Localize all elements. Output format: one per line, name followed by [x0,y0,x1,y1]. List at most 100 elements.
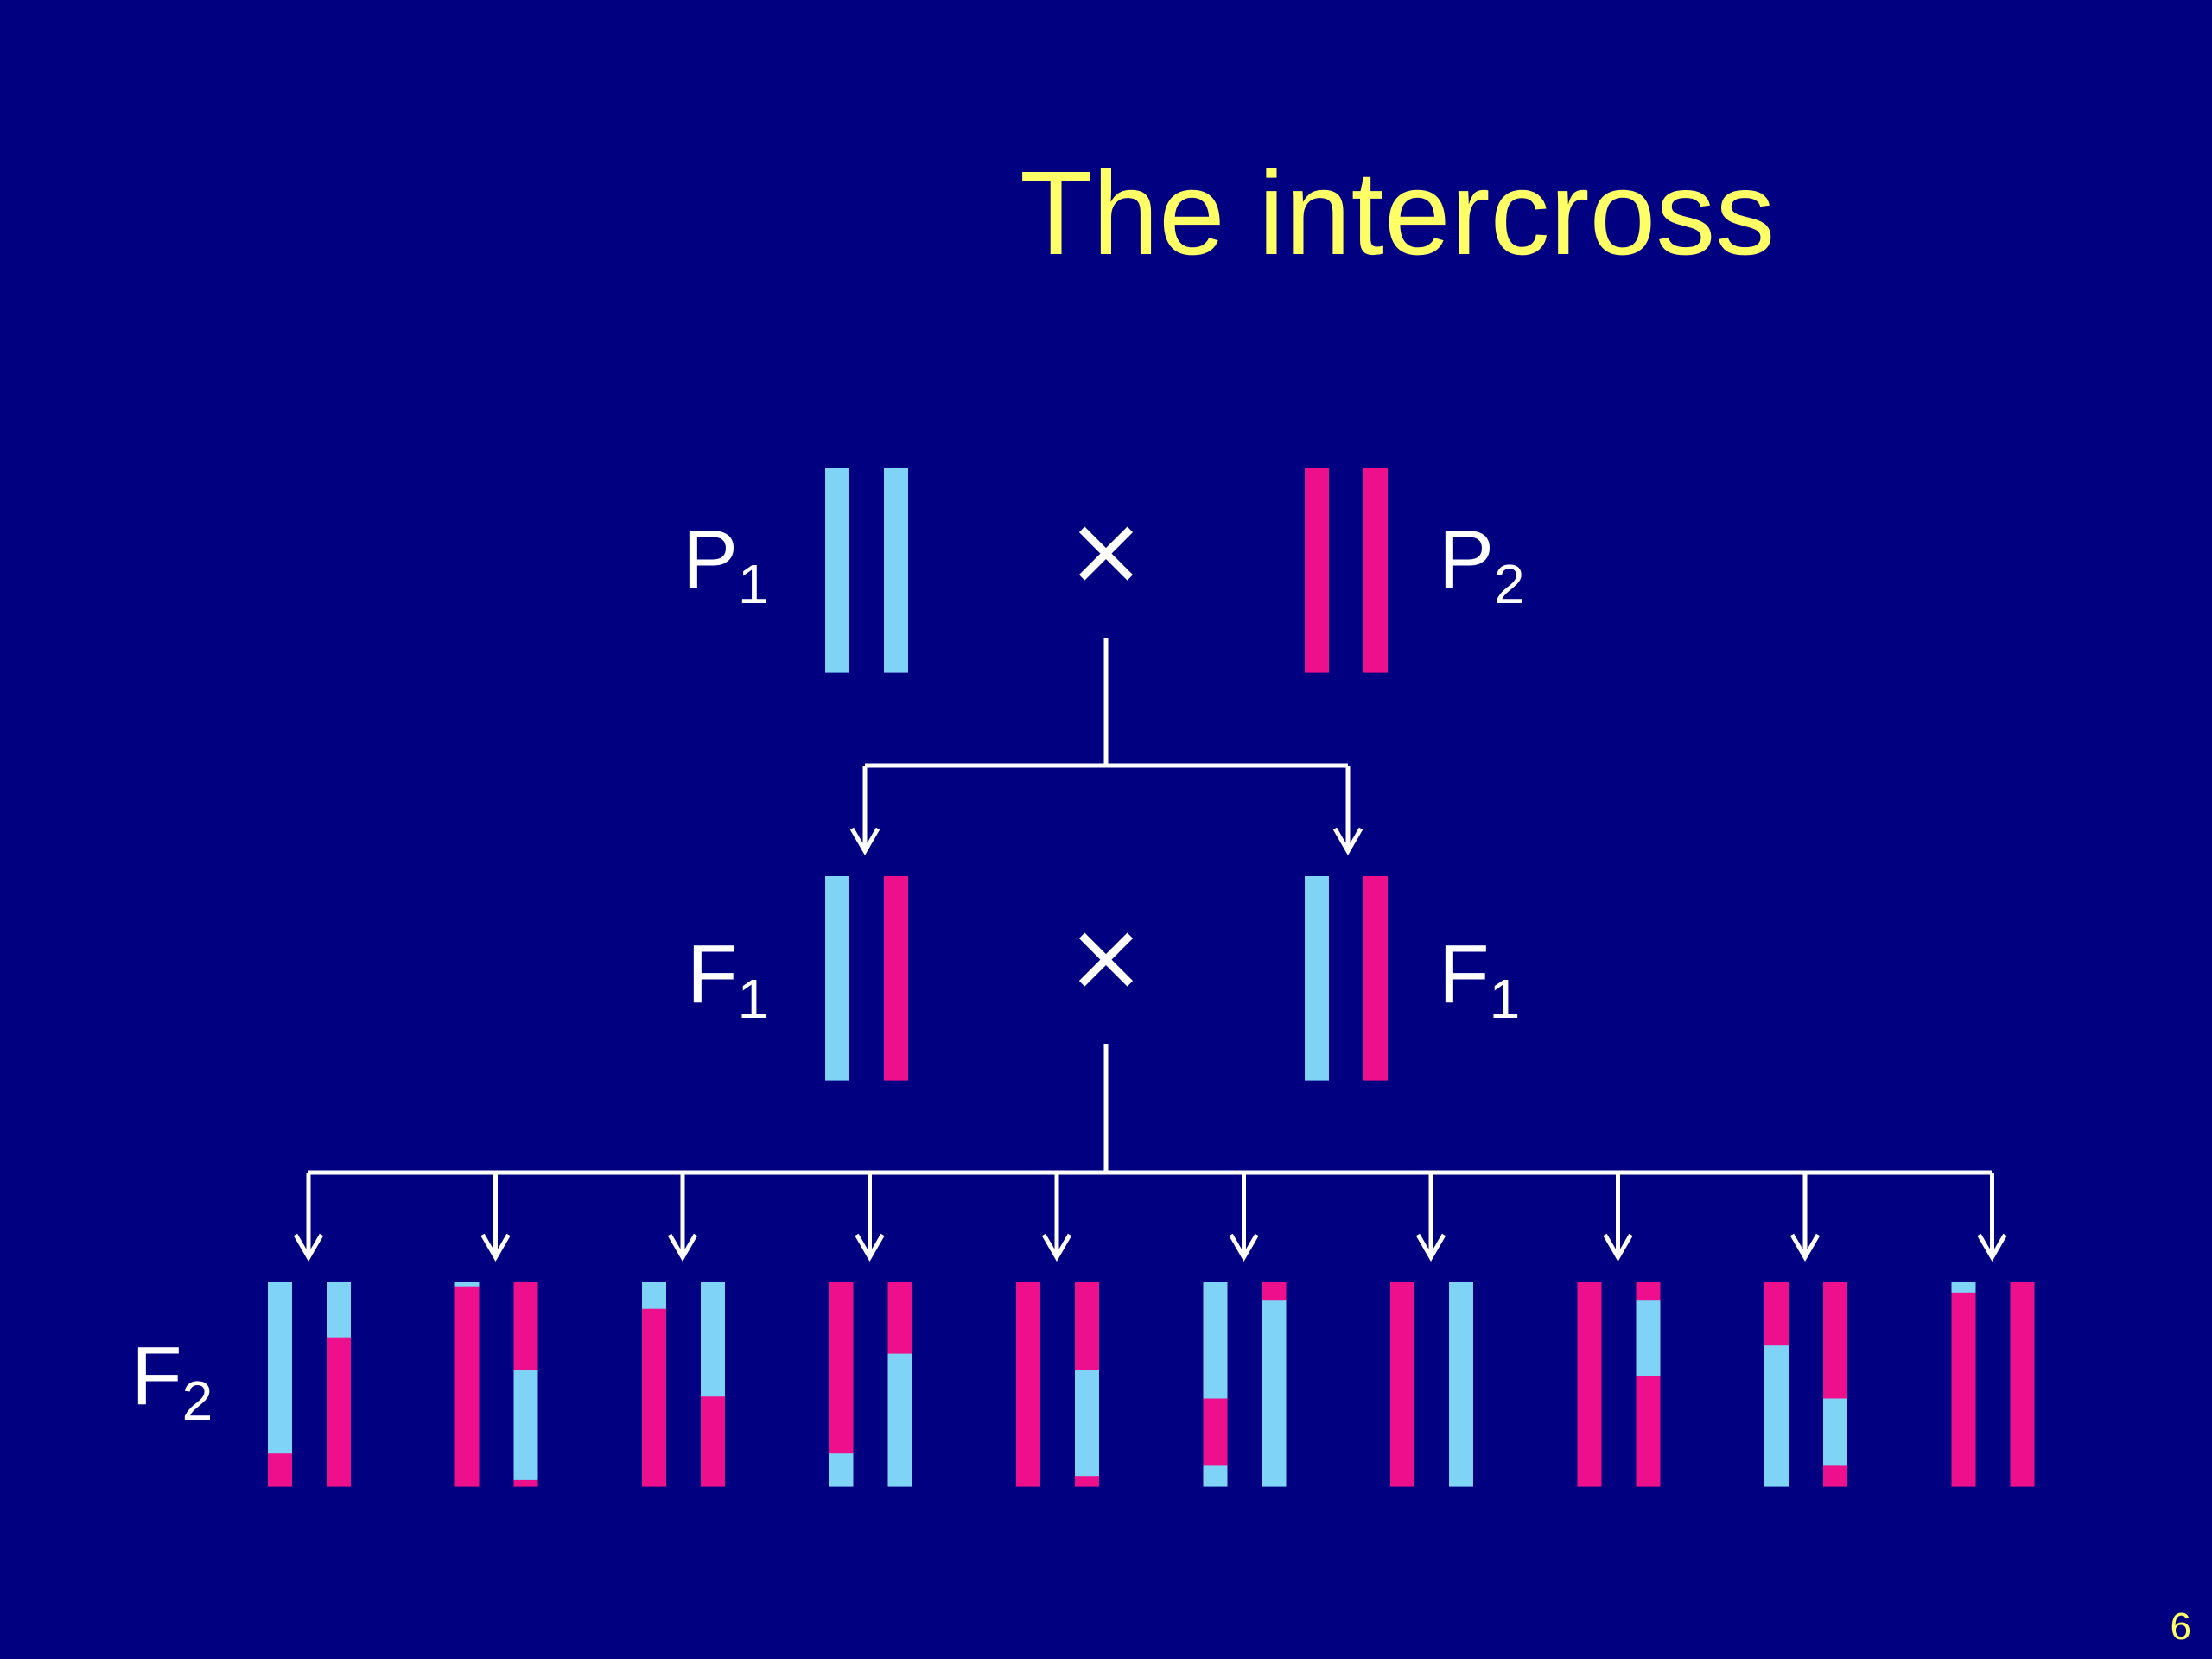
slide-title: The intercross [1020,147,1776,280]
f2-individual-9-chromosome-1-segment-2 [1764,1345,1789,1487]
arrow-to-f2-8 [1603,1173,1633,1262]
f1-left-chromosome-2 [884,876,908,1081]
f1-right-chromosome-1-segment-1 [1305,876,1329,1081]
arrow-to-f1-right [1332,766,1363,856]
f2-individual-3-chromosome-2-segment-2 [701,1396,725,1487]
p2-chromosome-2-segment-1 [1363,468,1388,673]
arrow-to-f2-5 [1041,1173,1072,1262]
f2-individual-9-chromosome-2-segment-2 [1823,1398,1847,1466]
chromosomes [268,468,2035,1487]
f2-individual-6-chromosome-2 [1262,1282,1287,1487]
f2-individual-10-chromosome-2-segment-1 [2010,1282,2035,1487]
f2-individual-1-chromosome-2-segment-1 [327,1282,351,1338]
f2-individual-1-chromosome-1 [268,1282,292,1487]
f2-individual-5-chromosome-2-segment-2 [1075,1370,1099,1477]
f1-right-chromosome-2 [1363,876,1388,1081]
f2-individual-2-chromosome-2 [513,1282,538,1487]
p1-chromosome-2-segment-1 [884,468,908,673]
f1-left-chromosome-1-segment-1 [825,876,849,1081]
arrows [293,766,2007,1262]
f2-individual-4-chromosome-2-segment-2 [887,1353,912,1487]
f2-individual-10-chromosome-1 [1951,1282,1976,1487]
f2-individual-3-chromosome-2-segment-1 [701,1282,725,1397]
f2-individual-4-chromosome-1-segment-1 [829,1282,854,1454]
f2-individual-5-chromosome-1 [1016,1282,1040,1487]
f2-individual-1-chromosome-1-segment-1 [268,1282,292,1454]
f2-individual-4-chromosome-2 [887,1282,912,1487]
f2-individual-9-chromosome-1 [1764,1282,1789,1487]
f2-individual-8-chromosome-2-segment-1 [1636,1282,1661,1301]
f2-individual-2-chromosome-2-segment-1 [513,1282,538,1371]
f2-individual-1-chromosome-2 [327,1282,351,1487]
f2-individual-10-chromosome-1-segment-2 [1951,1292,1976,1487]
f1-right-chromosome-1 [1305,876,1329,1081]
f2-individual-2-chromosome-1-segment-2 [454,1286,480,1487]
arrow-to-f2-1 [293,1173,324,1262]
f2-individual-6-chromosome-1-segment-3 [1203,1465,1228,1487]
f2-individual-8-chromosome-2-segment-3 [1636,1376,1661,1487]
f2-individual-8-chromosome-1 [1577,1282,1602,1487]
label-p2: P2 [1439,513,1525,615]
p1-chromosome-1 [825,468,849,673]
f2-individual-5-chromosome-1-segment-1 [1016,1282,1040,1487]
label-p1: P1 [683,513,769,615]
arrow-to-f2-4 [855,1173,885,1262]
p2-chromosome-2 [1363,468,1388,673]
arrow-to-f2-7 [1415,1173,1446,1262]
arrow-to-f2-3 [667,1173,698,1262]
f2-individual-2-chromosome-2-segment-3 [513,1479,538,1487]
p2-chromosome-1-segment-1 [1305,468,1329,673]
f2-individual-9-chromosome-1-segment-1 [1764,1282,1789,1346]
f2-individual-4-chromosome-1-segment-2 [829,1453,854,1487]
f2-individual-1-chromosome-2-segment-2 [327,1337,351,1487]
f2-individual-7-chromosome-2-segment-1 [1449,1282,1473,1487]
connector-lines [308,638,1992,1175]
f2-individual-2-chromosome-2-segment-2 [513,1370,538,1481]
cross-symbol-f1: × [1066,901,1146,1012]
f2-individual-2-chromosome-1 [454,1282,480,1487]
label-f1-left: F1 [687,928,768,1030]
f2-individual-6-chromosome-2-segment-2 [1262,1300,1287,1487]
f2-individual-5-chromosome-2-segment-1 [1075,1282,1099,1371]
f2-individual-8-chromosome-1-segment-1 [1577,1282,1602,1487]
f2-individual-8-chromosome-2-segment-2 [1636,1300,1661,1377]
cross-symbol-parents: × [1066,495,1146,606]
label-f1-right: F1 [1439,928,1520,1030]
arrow-to-f2-9 [1789,1173,1821,1262]
f2-individual-2-chromosome-1-segment-1 [454,1282,480,1287]
f2-individual-3-chromosome-1 [642,1282,666,1487]
f2-individual-10-chromosome-2 [2010,1282,2035,1487]
f1-right-chromosome-2-segment-1 [1363,876,1388,1081]
f2-individual-3-chromosome-1-segment-1 [642,1282,666,1310]
f2-individual-7-chromosome-1 [1390,1282,1414,1487]
f2-individual-6-chromosome-1-segment-1 [1203,1282,1228,1400]
f2-individual-1-chromosome-1-segment-2 [268,1453,292,1487]
f2-individual-4-chromosome-2-segment-1 [887,1282,912,1355]
f2-individual-9-chromosome-2-segment-1 [1823,1282,1847,1400]
p1-chromosome-1-segment-1 [825,468,849,673]
f2-individual-6-chromosome-1 [1203,1282,1228,1487]
f2-individual-4-chromosome-1 [829,1282,854,1487]
f2-individual-9-chromosome-2-segment-3 [1823,1465,1847,1487]
p2-chromosome-1 [1305,468,1329,673]
f2-individual-8-chromosome-2 [1636,1282,1661,1487]
page-number: 6 [2170,1605,2191,1648]
f2-individual-6-chromosome-1-segment-2 [1203,1398,1228,1466]
f2-individual-3-chromosome-2 [701,1282,725,1487]
arrow-to-f1-left [849,766,880,856]
label-f2: F2 [131,1330,213,1432]
f2-individual-7-chromosome-1-segment-1 [1390,1282,1414,1487]
arrow-to-f2-2 [480,1173,511,1262]
f2-individual-6-chromosome-2-segment-1 [1262,1282,1287,1301]
f1-left-chromosome-1 [825,876,849,1081]
arrow-to-f2-10 [1977,1173,2007,1262]
f2-individual-10-chromosome-1-segment-1 [1951,1282,1976,1294]
f1-left-chromosome-2-segment-1 [884,876,908,1081]
f2-individual-7-chromosome-2 [1449,1282,1473,1487]
f2-individual-3-chromosome-1-segment-2 [642,1308,666,1487]
arrow-to-f2-6 [1229,1173,1259,1262]
f2-individual-5-chromosome-2 [1075,1282,1099,1487]
f2-individual-5-chromosome-2-segment-3 [1075,1476,1099,1487]
p1-chromosome-2 [884,468,908,673]
